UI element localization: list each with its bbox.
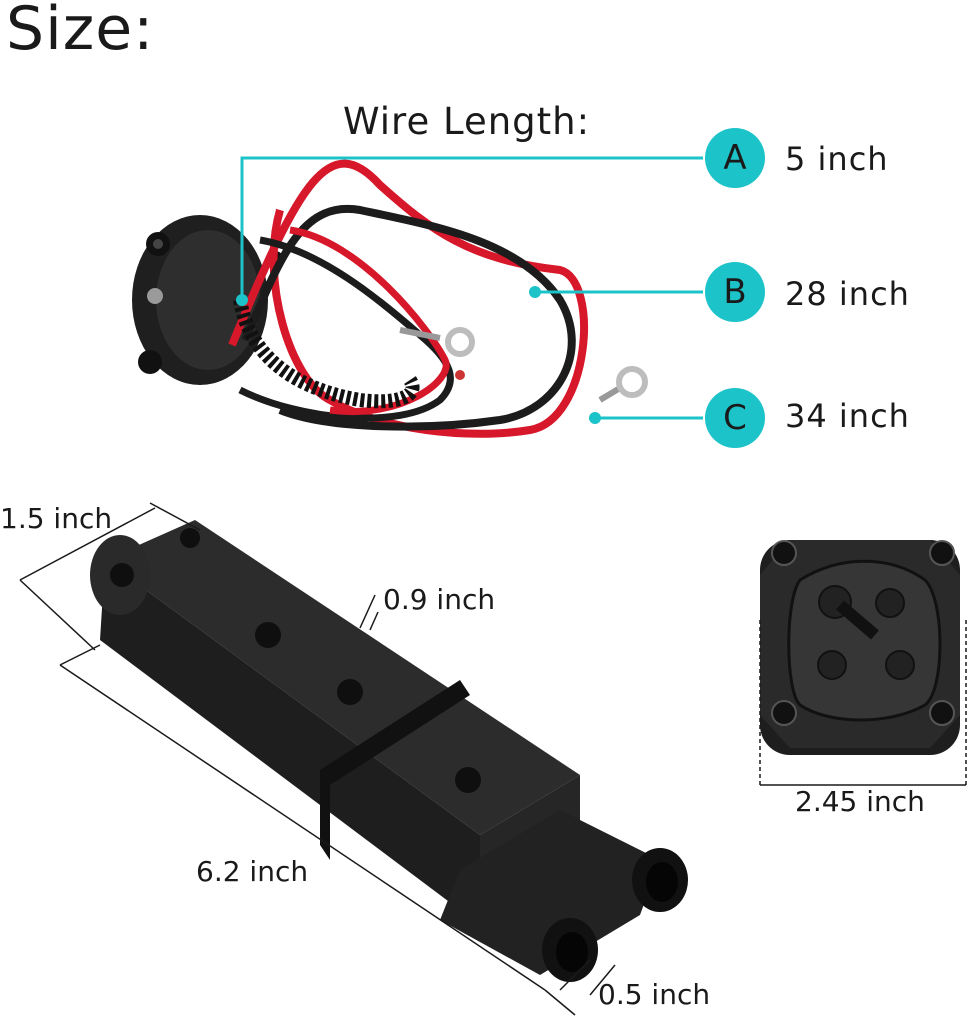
badge-a: A [705, 128, 765, 188]
length-b: 28 inch [785, 275, 910, 313]
dimension-height: 0.9 inch [383, 583, 496, 616]
page-title: Size: [6, 0, 155, 64]
dimension-width: 1.5 inch [0, 502, 113, 535]
plug-dimension-lines [19, 502, 616, 1016]
dimension-pin: 0.5 inch [598, 978, 711, 1011]
dimension-socket: 2.45 inch [795, 785, 925, 818]
plug-housing [90, 520, 688, 982]
socket-face [760, 540, 960, 755]
wire-leader-lines [240, 156, 703, 420]
length-c: 34 inch [785, 397, 910, 435]
wire-length-label: Wire Length: [343, 100, 591, 143]
dimension-length: 6.2 inch [196, 855, 309, 888]
length-a: 5 inch [785, 140, 889, 178]
badge-c: C [705, 388, 765, 448]
badge-b: B [705, 262, 765, 322]
charging-port-harness [132, 159, 648, 438]
